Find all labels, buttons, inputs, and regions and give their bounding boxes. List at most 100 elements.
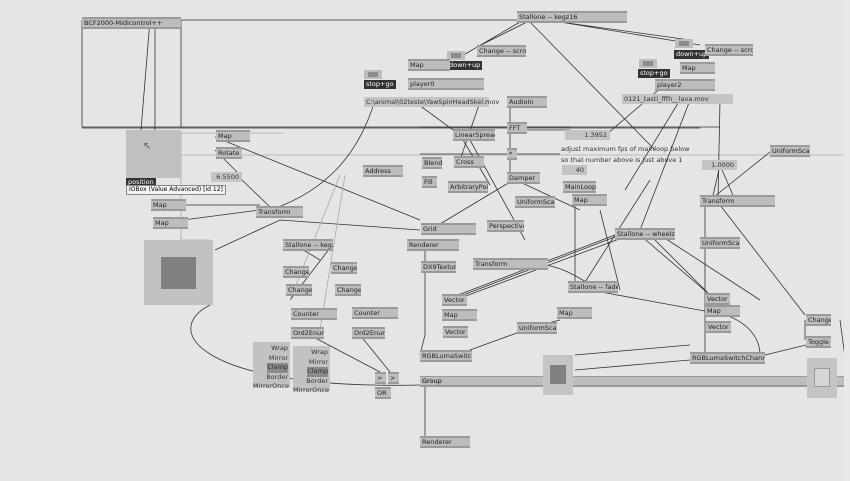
enum-option[interactable]: Clamp	[307, 367, 328, 377]
node-change[interactable]: Change	[286, 284, 312, 296]
node-stallone-faderz[interactable]: Stallone -- faderz	[568, 281, 618, 293]
node-vector[interactable]: Vector	[443, 326, 468, 338]
node-player0[interactable]: player0	[408, 78, 484, 90]
node-transform[interactable]: Transform	[473, 258, 548, 270]
node-label: Toggle	[808, 338, 829, 346]
node-group[interactable]: Group	[420, 376, 850, 387]
node-transform[interactable]: Transform	[256, 206, 303, 218]
texture-preview[interactable]	[543, 355, 573, 395]
node-label: Grid	[423, 225, 437, 233]
node-label: UniformScale	[772, 147, 810, 155]
node-change[interactable]: Change	[806, 314, 831, 326]
node-map[interactable]: Map	[680, 62, 715, 74]
enum-option[interactable]: Clamp	[267, 363, 288, 373]
node-change[interactable]: Change	[335, 284, 361, 296]
toggle-iobox[interactable]	[675, 39, 693, 48]
node-dx9texture[interactable]: DX9Texture	[421, 261, 456, 273]
node-map[interactable]: Map	[442, 309, 477, 321]
node-cross[interactable]: Cross	[454, 156, 484, 168]
node-vector[interactable]: Vector	[705, 293, 730, 305]
node-ord2enum[interactable]: Ord2Enum	[291, 327, 324, 339]
toggle-iobox[interactable]	[364, 70, 382, 79]
node-counter[interactable]: Counter	[352, 307, 398, 319]
node-renderer[interactable]: Renderer	[407, 239, 459, 251]
xy-pad-iobox[interactable]: ↖	[126, 130, 181, 178]
node-fft[interactable]: FFT	[507, 122, 527, 134]
node-player2[interactable]: player2	[655, 79, 715, 91]
node-stallone-kegz16[interactable]: Stallone -- kegz16	[517, 11, 627, 23]
filename-iobox[interactable]: 0121_tasti_fffh__lava.mov	[622, 94, 733, 104]
node-blend[interactable]: Blend	[422, 157, 442, 169]
node-change[interactable]: Change	[283, 266, 309, 278]
node-uniformscale[interactable]: UniformScale	[515, 196, 555, 208]
node-uniformscale[interactable]: UniformScale	[700, 237, 740, 249]
stop-go-label: stop+go	[364, 80, 396, 89]
node-bcf2000-midicontrol[interactable]: BCF2000-Midicontrol++	[82, 17, 181, 29]
node-greater[interactable]: >	[388, 372, 399, 384]
enum-option[interactable]: MirrorOnce	[253, 382, 289, 390]
value-iobox[interactable]: 1.0000	[702, 160, 737, 170]
node-uniformscale[interactable]: UniformScale	[770, 145, 810, 157]
enum-option[interactable]: MirrorOnce	[293, 386, 329, 394]
enum-option[interactable]: Mirror	[308, 357, 328, 366]
node-audioin[interactable]: AudioIn	[507, 96, 547, 108]
node-perspective[interactable]: Perspective	[487, 220, 524, 232]
node-linearspread[interactable]: LinearSpread	[453, 129, 495, 141]
toggle-iobox[interactable]	[639, 59, 657, 68]
position-label: position	[126, 178, 156, 187]
node-address[interactable]: Address	[363, 165, 403, 177]
toggle-iobox[interactable]	[447, 51, 465, 60]
node-map[interactable]: Map	[216, 130, 250, 142]
node-multiply[interactable]: *	[507, 148, 517, 160]
node-map[interactable]: Map	[705, 305, 740, 317]
node-change[interactable]: Change	[331, 262, 357, 274]
node-arbitrarypoint[interactable]: ArbitraryPoint	[448, 181, 488, 193]
node-label: MainLoop	[565, 183, 596, 191]
node-mainloop[interactable]: MainLoop	[563, 181, 596, 193]
node-map[interactable]: Map	[408, 59, 450, 71]
node-rgblumaswitchchannel[interactable]: RGBLumaSwitchChannel	[690, 352, 765, 364]
node-grid[interactable]: Grid	[421, 223, 476, 235]
node-toggle[interactable]: Toggle	[806, 336, 831, 348]
enum-option[interactable]: Border	[306, 376, 328, 385]
node-label: AudioIn	[509, 98, 534, 106]
node-damper[interactable]: Damper	[507, 172, 540, 184]
node-greater[interactable]: >	[375, 372, 386, 384]
enum-option[interactable]: Border	[266, 372, 288, 381]
node-rotate[interactable]: Rotate	[216, 147, 242, 159]
value-iobox[interactable]: 1.3952	[565, 130, 610, 140]
node-change-scroll[interactable]: Change -- scroll	[477, 45, 526, 57]
enum-option[interactable]: Wrap	[271, 344, 288, 352]
node-map[interactable]: Map	[557, 307, 592, 319]
node-uniformscale[interactable]: UniformScale	[517, 322, 557, 334]
node-or[interactable]: OR	[375, 387, 391, 399]
enum-option[interactable]: Wrap	[311, 348, 328, 356]
node-label: LinearSpread	[455, 131, 495, 139]
node-renderer[interactable]: Renderer	[420, 436, 470, 448]
node-counter[interactable]: Counter	[291, 308, 337, 320]
node-stallone-kegz4[interactable]: Stallone -- kegz4	[283, 239, 333, 251]
node-map[interactable]: Map	[151, 199, 186, 211]
node-ord2enum[interactable]: Ord2Enum	[352, 327, 385, 339]
node-label: Change -- scroll	[707, 46, 753, 54]
node-change-scroll[interactable]: Change -- scroll	[705, 44, 753, 56]
toggle-preview[interactable]	[807, 358, 837, 398]
node-transform[interactable]: Transform	[700, 195, 775, 207]
value-iobox[interactable]: 6.5500	[211, 172, 242, 182]
node-vector[interactable]: Vector	[442, 294, 467, 306]
node-map[interactable]: Map	[153, 217, 188, 229]
node-rgblumaswitchchannel[interactable]: RGBLumaSwitchChannel	[420, 350, 472, 362]
node-stallone-wheelz1[interactable]: Stallone -- wheelz1	[615, 228, 675, 240]
node-label: Map	[410, 61, 424, 69]
enum-option[interactable]: Mirror	[268, 353, 288, 362]
renderer-preview[interactable]	[144, 240, 213, 305]
node-vector[interactable]: Vector	[706, 321, 731, 333]
node-fill[interactable]: Fill	[422, 176, 437, 188]
filename-iobox[interactable]: C:\animal\02teste\YawSpinHeadSkel.mov	[364, 97, 500, 107]
fps-iobox[interactable]: 40	[562, 165, 587, 175]
node-label: Stallone -- faderz	[570, 283, 618, 291]
node-map[interactable]: Map	[572, 194, 607, 206]
